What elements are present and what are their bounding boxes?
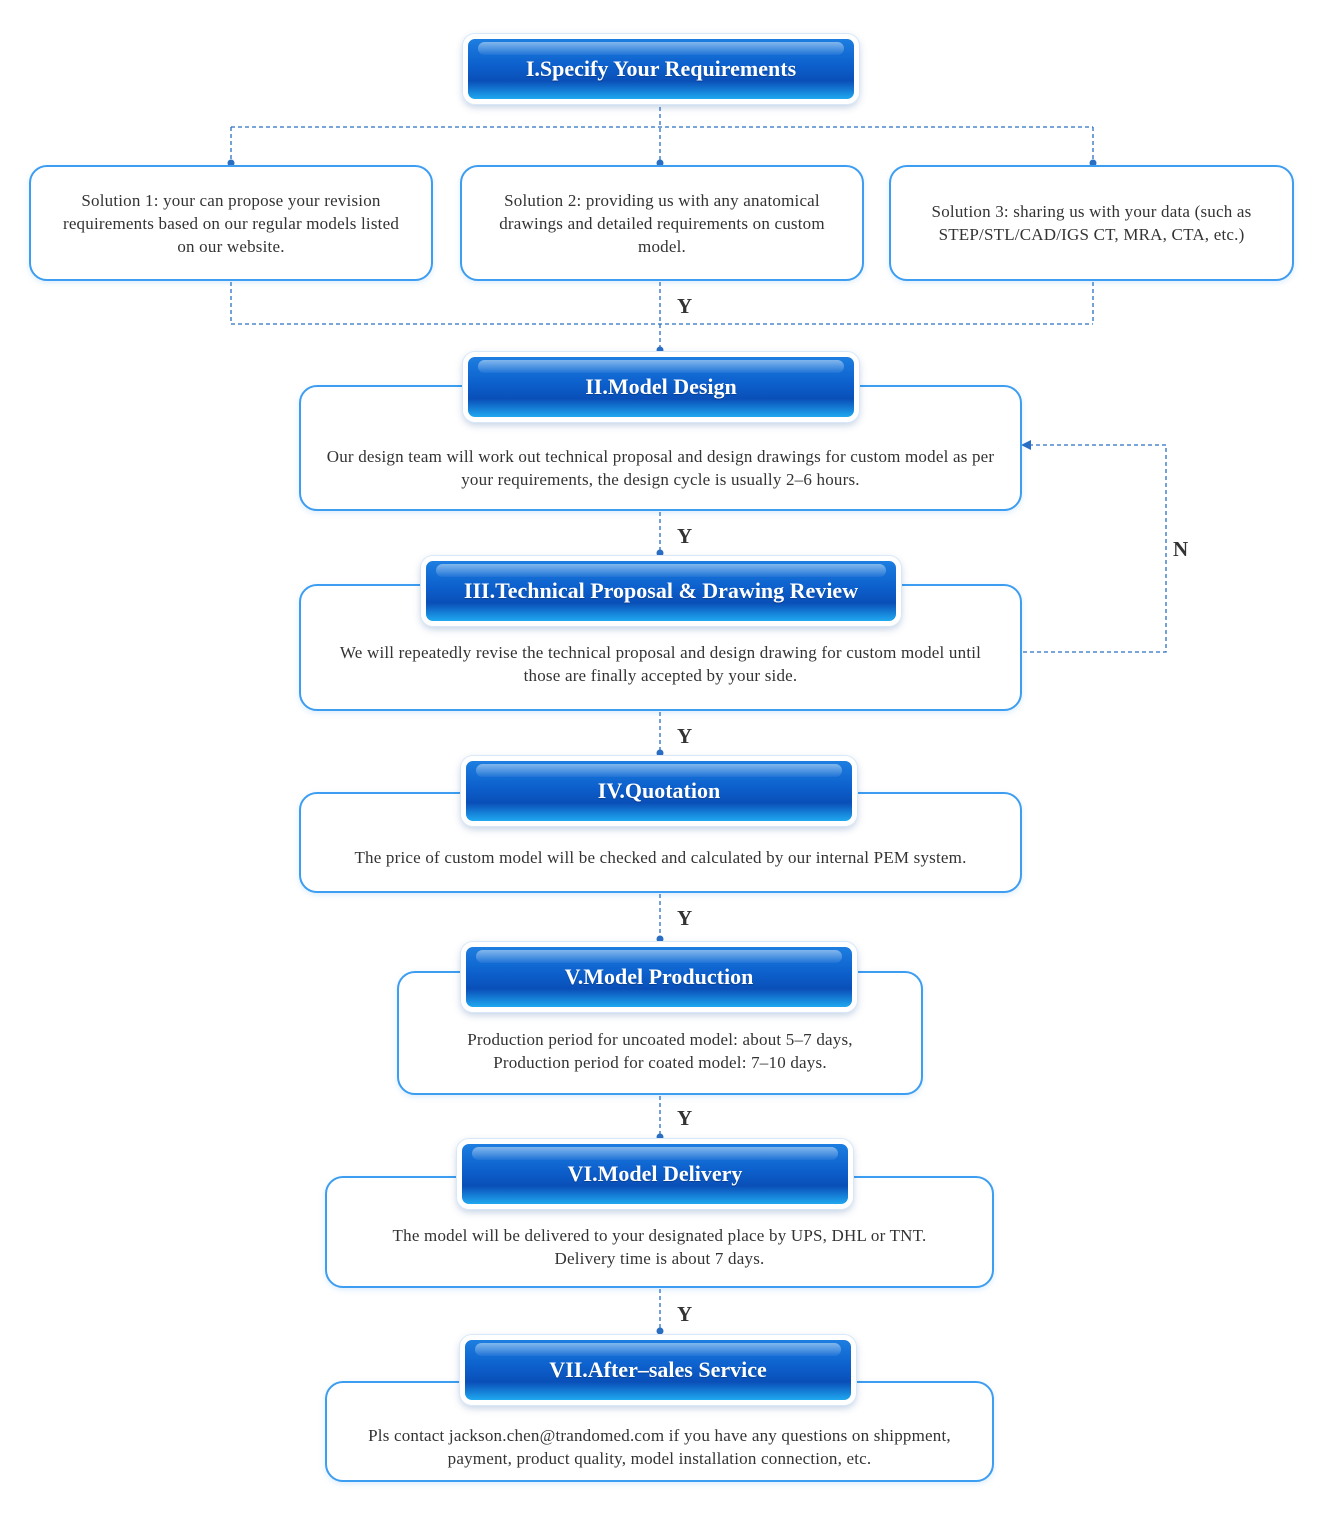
step-7-header: VII.After–sales Service — [460, 1335, 856, 1405]
step-2-box: Our design team will work out technical … — [299, 385, 1022, 511]
step-3-header: III.Technical Proposal & Drawing Review — [421, 556, 901, 626]
yes-label-2: Y — [677, 524, 693, 548]
solution-2-box: Solution 2: providing us with any anatom… — [460, 165, 864, 281]
yes-label-4: Y — [677, 906, 693, 930]
solution-2-text: Solution 2: providing us with any anatom… — [499, 190, 825, 256]
solution-3-box: Solution 3: sharing us with your data (s… — [889, 165, 1294, 281]
step-5-text-line-2: Production period for coated model: 7–10… — [493, 1053, 827, 1072]
step-6-title: VI.Model Delivery — [567, 1161, 743, 1186]
step-5-text-line-1: Production period for uncoated model: ab… — [467, 1030, 853, 1049]
solution-3-text: Solution 3: sharing us with your data (s… — [931, 202, 1252, 244]
yes-label-3: Y — [677, 724, 693, 748]
step-5-title: V.Model Production — [564, 964, 754, 989]
step-7-text: Pls contact jackson.chen@trandomed.com i… — [368, 1425, 951, 1468]
step-2-title: II.Model Design — [585, 374, 737, 399]
step-3-title: III.Technical Proposal & Drawing Review — [463, 578, 859, 603]
step-7-title: VII.After–sales Service — [549, 1357, 767, 1382]
step-6-text-line-2: Delivery time is about 7 days. — [554, 1249, 765, 1268]
step-3-text: We will repeatedly revise the technical … — [339, 643, 982, 685]
step-1-title: I.Specify Your Requirements — [525, 56, 797, 81]
no-label: N — [1173, 537, 1189, 561]
step-4-header: IV.Quotation — [461, 756, 857, 826]
step-6-text-line-1: The model will be delivered to your desi… — [392, 1226, 927, 1245]
solution-1-box: Solution 1: your can propose your revisi… — [29, 165, 433, 281]
step-4-text: The price of custom model will be checke… — [354, 848, 967, 867]
yes-label-5: Y — [677, 1106, 693, 1130]
step-7-box: Pls contact jackson.chen@trandomed.com i… — [325, 1381, 994, 1482]
solution-1-text: Solution 1: your can propose your revisi… — [62, 190, 400, 256]
step-4-title: IV.Quotation — [597, 778, 721, 803]
step-2-text: Our design team will work out technical … — [326, 447, 995, 489]
step-2-header: II.Model Design — [463, 352, 859, 422]
step-1-header: I.Specify Your Requirements — [463, 34, 859, 104]
yes-label-6: Y — [677, 1302, 693, 1326]
step-5-header: V.Model Production — [461, 942, 857, 1012]
step-6-header: VI.Model Delivery — [457, 1139, 853, 1209]
yes-label-1: Y — [677, 294, 693, 318]
